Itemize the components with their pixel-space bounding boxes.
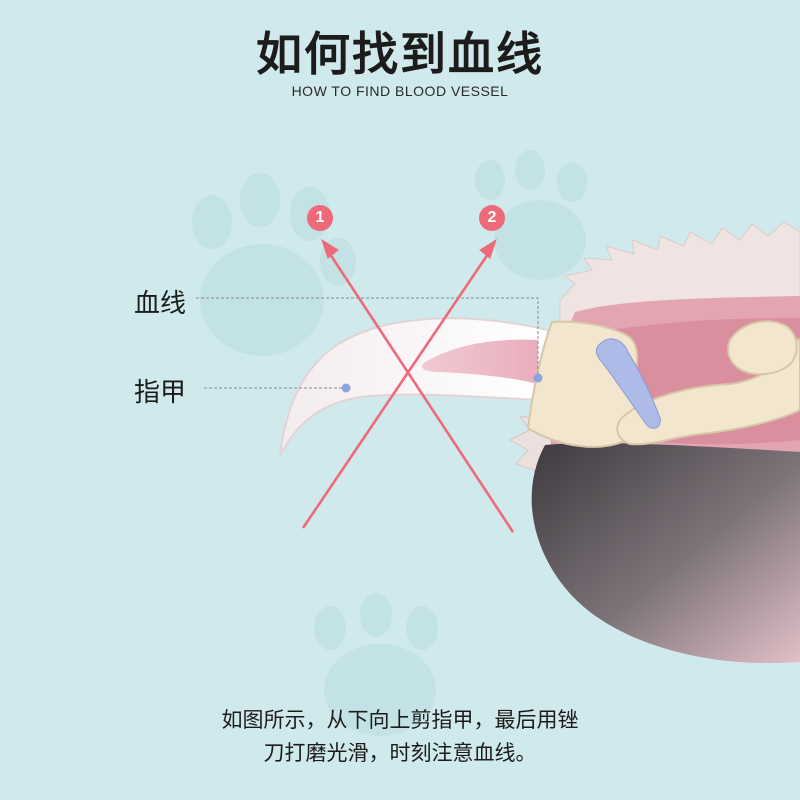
nail-dot <box>341 383 351 393</box>
blood-vessel-leader-line <box>196 297 539 378</box>
claw-nail <box>279 317 550 457</box>
caption-line-1: 如图所示，从下向上剪指甲，最后用锉 <box>221 708 579 732</box>
label-blood-vessel: 血线 <box>134 289 187 319</box>
paw-print-icon <box>475 150 587 280</box>
blood-vessel-dot <box>533 373 543 383</box>
label-nail: 指甲 <box>134 378 187 408</box>
page-subtitle: HOW TO FIND BLOOD VESSEL <box>291 83 509 99</box>
caption-line-2: 刀打磨光滑，时刻注意血线。 <box>263 741 537 765</box>
page-title: 如何找到血线 <box>256 27 544 81</box>
marker-one: 1 <box>307 205 333 231</box>
paw-print-icon <box>192 173 356 356</box>
paw-pad <box>531 443 800 664</box>
arrow-one <box>321 238 515 533</box>
blood-vessel-quick <box>422 339 538 384</box>
bone-middle <box>616 338 800 446</box>
marker-two: 2 <box>479 205 505 231</box>
arrow-two <box>301 238 497 529</box>
paw-print-icon <box>314 593 438 736</box>
bone-joint <box>727 320 798 376</box>
ligament <box>595 338 661 429</box>
